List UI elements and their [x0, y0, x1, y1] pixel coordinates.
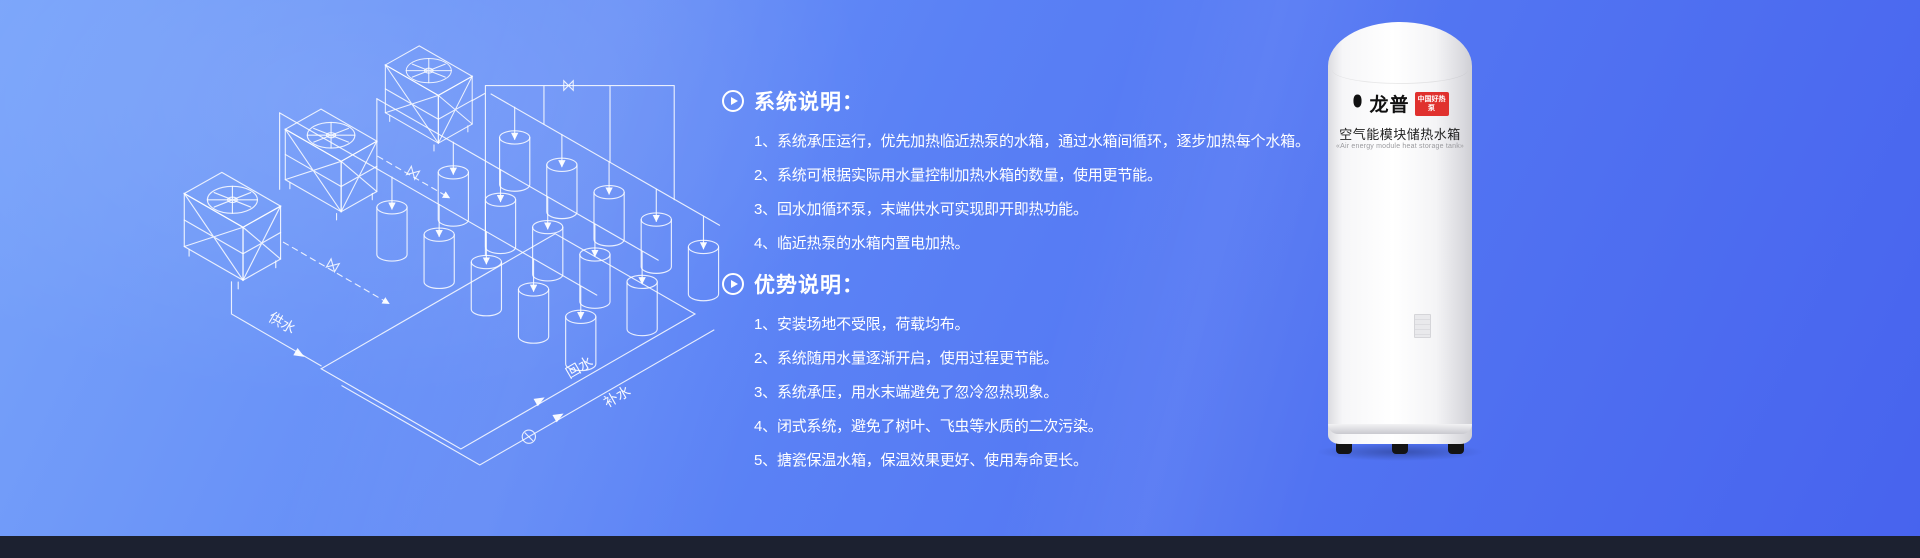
product-name: 空气能模块储热水箱 [1339, 127, 1461, 142]
list-item: 3、回水加循环泵，末端供水可实现即开即热功能。 [754, 201, 1088, 218]
list-item: 4、闭式系统，避免了树叶、飞虫等水质的二次污染。 [754, 418, 1103, 435]
system-schematic-diagram: 供水 回水 补水 [183, 45, 721, 466]
list-item: 1、安装场地不受限，荷载均布。 [754, 316, 970, 333]
pipe-supply [230, 281, 322, 367]
pipe-header [279, 112, 598, 296]
section-title: 优势说明： [754, 274, 864, 297]
pipe-makeup [341, 329, 715, 466]
heat-pump-unit [183, 171, 282, 290]
tank-sticker [1414, 314, 1432, 338]
pipe-dashed [282, 241, 390, 305]
water-tank [594, 162, 624, 246]
valve-icon [406, 165, 421, 180]
water-tank [377, 177, 407, 261]
flow-arrow-icon [293, 347, 307, 361]
water-tank [533, 197, 563, 281]
tank-foot [1336, 441, 1352, 454]
heat-pump-unit [284, 108, 378, 221]
heat-pump-unit [384, 45, 473, 152]
water-tank [485, 170, 515, 254]
pipe-header [490, 93, 721, 226]
description-panel: 系统说明： 1、系统承压运行，优先加热临近热泵的水箱，通过水箱间循环，逐步加热每… [722, 84, 1322, 486]
circulation-pump-icon [521, 429, 537, 444]
list-item: 2、系统随用水量逐渐开启，使用过程更节能。 [754, 350, 1059, 367]
water-tank [424, 204, 454, 288]
diagram-label-makeup: 补水 [601, 383, 634, 411]
water-tank [500, 107, 530, 191]
section-advantages: 优势说明： 1、安装场地不受限，荷载均布。 2、系统随用水量逐渐开启，使用过程更… [722, 269, 1322, 478]
water-tank-product: 龙普 中国好热泵 空气能模块储热水箱 «Air energy module he… [1328, 22, 1472, 444]
section-title: 系统说明： [754, 91, 864, 114]
water-tank [580, 224, 610, 308]
water-tank [688, 217, 718, 301]
tank-foot [1448, 441, 1464, 454]
list-item: 5、搪瓷保温水箱，保温效果更好、使用寿命更长。 [754, 452, 1088, 469]
brand-row: 龙普 中国好热泵 [1328, 90, 1472, 117]
section-system: 系统说明： 1、系统承压运行，优先加热临近热泵的水箱，通过水箱间循环，逐步加热每… [722, 86, 1322, 261]
section-title-row: 系统说明： [722, 86, 1322, 116]
pipe-risers [279, 84, 675, 257]
list-item: 3、系统承压，用水末端避免了忽冷忽热现象。 [754, 384, 1059, 401]
tank-top-seam [1332, 56, 1468, 84]
brand-name: 龙普 [1369, 95, 1410, 116]
brand-logo-icon [1351, 93, 1364, 114]
footer-bar [0, 536, 1920, 558]
circulation-pump-icon [524, 432, 534, 442]
water-tank [438, 142, 468, 226]
product-subtitle: «Air energy module heat storage tank» [1335, 143, 1465, 150]
brand-badge: 中国好热泵 [1414, 91, 1449, 116]
water-tank [518, 259, 548, 343]
diagram-label-return: 回水 [563, 354, 596, 382]
water-tank [641, 189, 671, 273]
diagram-label-supply: 供水 [265, 310, 298, 338]
list-item: 2、系统可根据实际用水量控制加热水箱的数量，使用更节能。 [754, 167, 1162, 184]
tank-base [1328, 424, 1472, 434]
play-circle-icon [722, 273, 744, 295]
pipe-return-loop [320, 233, 697, 450]
section-title-row: 优势说明： [722, 269, 1322, 299]
list-item: 1、系统承压运行，优先加热临近热泵的水箱，通过水箱间循环，逐步加热每个水箱。 [754, 133, 1310, 150]
list-item: 4、临近热泵的水箱内置电加热。 [754, 235, 970, 252]
water-tank [627, 252, 657, 336]
play-circle-icon [722, 90, 744, 112]
valve-icon [325, 258, 340, 273]
product-photo: 龙普 中国好热泵 空气能模块储热水箱 «Air energy module he… [1316, 22, 1484, 461]
water-tank [547, 135, 577, 219]
tank-foot [1392, 441, 1408, 454]
pipe-header [376, 98, 659, 261]
